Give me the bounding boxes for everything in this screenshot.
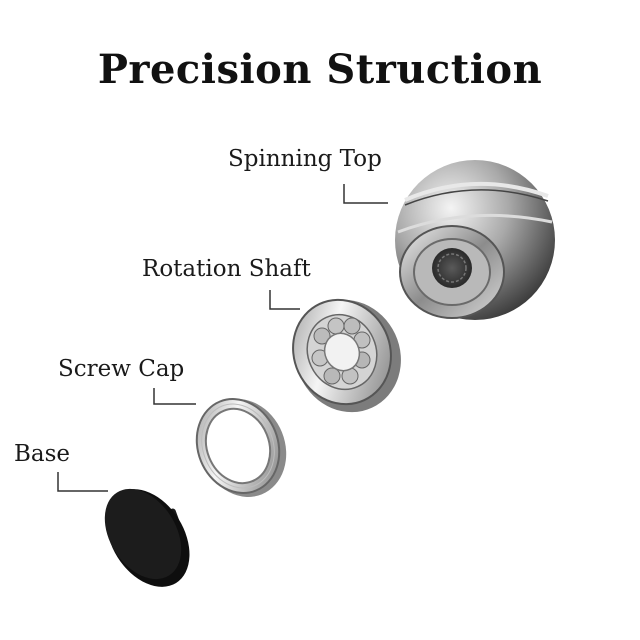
label-rotation-shaft: Rotation Shaft — [142, 256, 311, 282]
spinning-top-sphere — [395, 160, 555, 320]
rotation-shaft-bearing — [292, 298, 401, 413]
label-base: Base — [14, 441, 71, 467]
label-screw-cap: Screw Cap — [58, 356, 185, 382]
leader-line-rotation-shaft — [269, 290, 300, 310]
base-disc — [104, 488, 190, 587]
screw-cap-ring — [195, 398, 287, 497]
leader-line-base — [57, 472, 108, 492]
leader-line-screw-cap — [153, 388, 196, 405]
label-spinning-top: Spinning Top — [228, 146, 382, 172]
leader-line-spinning-top — [343, 184, 388, 204]
page-title: Precision Struction — [97, 46, 543, 93]
